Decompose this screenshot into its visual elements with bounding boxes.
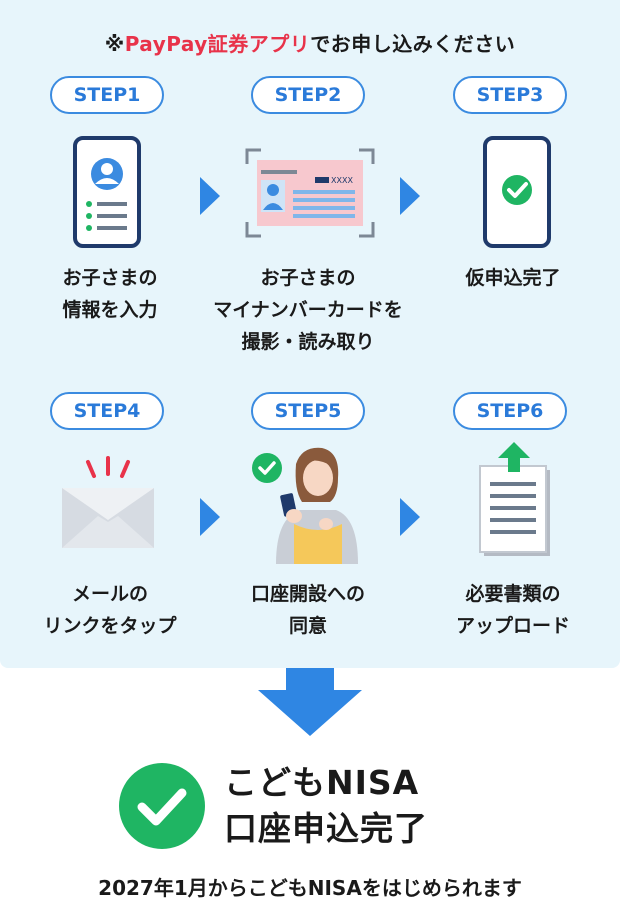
phone-check-icon	[483, 136, 551, 248]
step-badge: STEP3	[453, 76, 567, 114]
step-label: 口座開設への 同意	[213, 578, 403, 642]
step-label-line: お子さまの	[260, 267, 356, 289]
step-label-line: 撮影・読み取り	[241, 331, 375, 353]
phone-profile-icon	[73, 136, 141, 248]
check-circle-icon	[119, 763, 205, 849]
step-label-line: 同意	[288, 615, 327, 637]
document-upload-icon	[479, 442, 550, 556]
step-label-line: 必要書類の	[465, 583, 561, 605]
arrow-right-icon	[400, 498, 420, 536]
step-label: お子さまの 情報を入力	[15, 262, 205, 326]
result-title: こどもNISA 口座申込完了	[224, 760, 428, 852]
card-number-text: XXXX	[331, 176, 353, 185]
step-badge: STEP1	[50, 76, 164, 114]
id-card-icon: XXXX	[245, 148, 375, 238]
step-label-line: アップロード	[455, 615, 570, 637]
step-badge: STEP5	[251, 392, 365, 430]
step-badge: STEP2	[251, 76, 365, 114]
envelope-icon	[62, 456, 154, 548]
result-line: 口座申込完了	[224, 809, 428, 848]
step-label: 仮申込完了	[418, 262, 608, 294]
step-label-line: 情報を入力	[62, 299, 158, 321]
result-line: こどもNISA	[224, 763, 420, 802]
step-label-line: 口座開設への	[250, 583, 365, 605]
arrow-right-icon	[200, 177, 220, 215]
step-label: お子さまの マイナンバーカードを 撮影・読み取り	[213, 262, 403, 358]
step-label: メールの リンクをタップ	[15, 578, 205, 642]
app-note: ※PayPay証券アプリでお申し込みください	[0, 28, 620, 57]
footer-text: 2027年1月からこどもNISAをはじめられます	[98, 876, 522, 900]
step-label: 必要書類の アップロード	[418, 578, 608, 642]
step-label-line: リンクをタップ	[43, 615, 177, 637]
woman-smartphone-icon	[252, 447, 358, 564]
arrow-down-icon	[258, 668, 362, 736]
step-label-line: お子さまの	[62, 267, 158, 289]
step-label-line: メールの	[71, 583, 148, 605]
step-label-line: 仮申込完了	[465, 267, 561, 289]
step-label-line: マイナンバーカードを	[213, 299, 403, 321]
step-badge: STEP6	[453, 392, 567, 430]
note-brand: PayPay証券アプリ	[124, 32, 311, 56]
arrow-right-icon	[200, 498, 220, 536]
note-rest: でお申し込みください	[310, 32, 516, 56]
arrow-right-icon	[400, 177, 420, 215]
step-badge: STEP4	[50, 392, 164, 430]
note-mark: ※	[104, 32, 125, 56]
